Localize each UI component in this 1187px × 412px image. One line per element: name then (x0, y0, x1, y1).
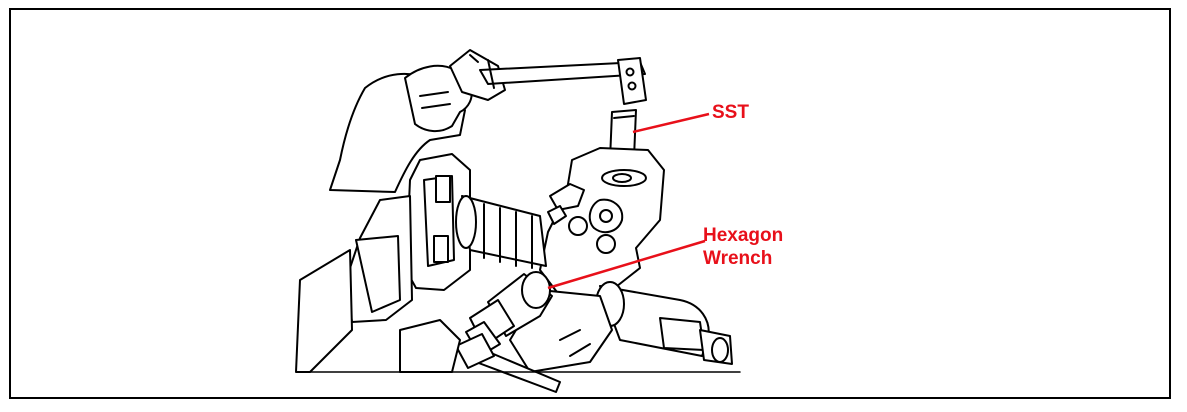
sst-leader-line (632, 112, 710, 134)
hexagon-label-line2: Wrench (703, 248, 773, 269)
sst-wrench-handle (449, 49, 506, 101)
housing-bolt-upper (549, 183, 585, 211)
hexagon-label-line1: Hexagon (703, 225, 784, 246)
sst-head (617, 57, 647, 105)
hexagon-wrench-callout-label: Hexagon Wrench (703, 224, 783, 270)
sst-callout-label: SST (712, 102, 749, 123)
hexagon-leader-line (547, 239, 706, 290)
hand (404, 64, 473, 132)
